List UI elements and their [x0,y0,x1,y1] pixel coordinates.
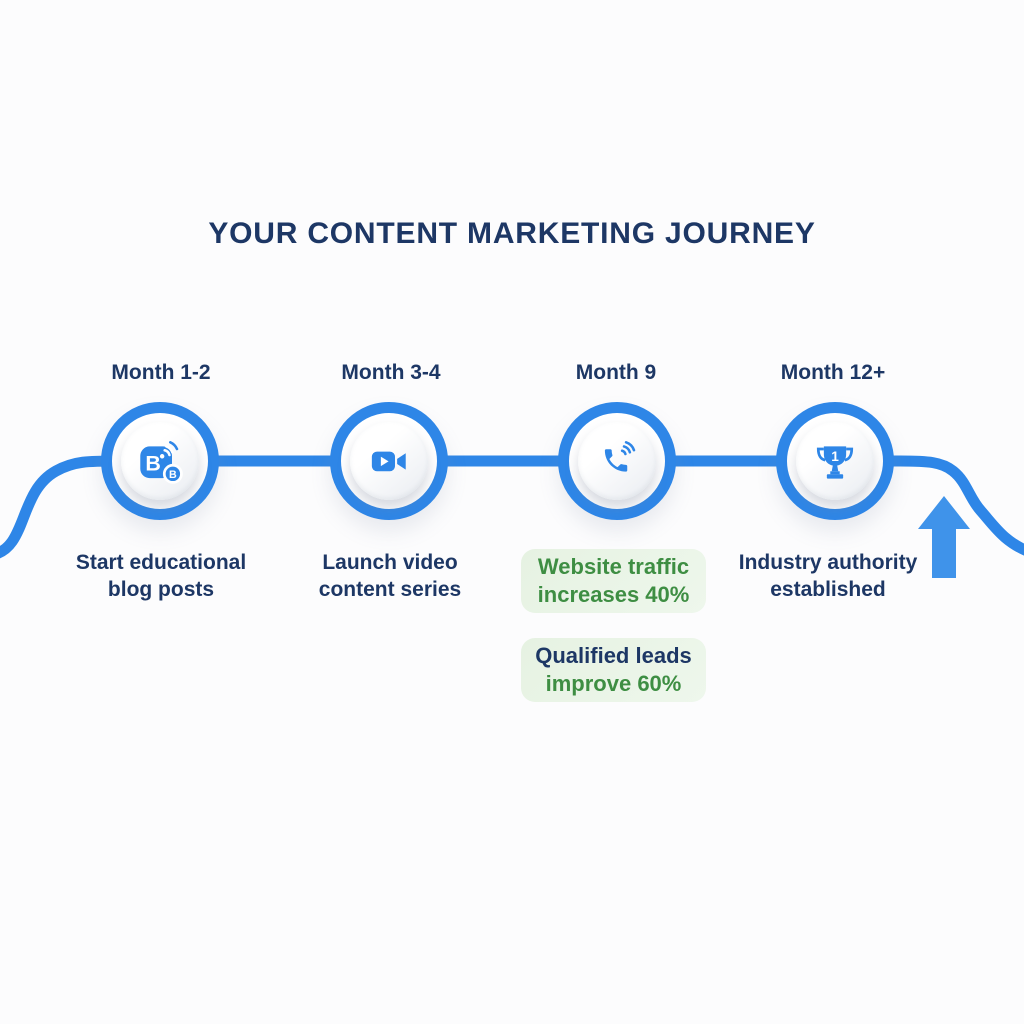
blog-broadcast-icon: B B [140,441,183,484]
badge-traffic-line1: Website traffic [537,554,690,579]
trophy-icon: 1 [816,446,854,479]
svg-text:1: 1 [831,449,839,464]
milestone-node-1: B B [101,402,219,520]
milestone-disc-2 [350,422,428,500]
badge-traffic-line2: increases 40% [537,582,690,607]
step-label-1-line1: Start educational [75,551,247,574]
month-label-3: Month 9 [575,361,657,384]
month-label-1: Month 1-2 [111,361,211,384]
badge-leads-line2: improve 60% [545,671,682,696]
milestone-disc-1: B B [121,422,199,500]
phone-call-icon [604,441,636,472]
step-label-2: Launch video content series [260,549,520,603]
milestone-node-2 [330,402,448,520]
result-badge-leads: Qualified leads improve 60% [521,638,706,702]
step-label-2-line1: Launch video [322,551,458,574]
badge-leads-line1: Qualified leads [535,643,692,668]
milestone-disc-4: 1 [796,422,874,500]
step-label-4-line2: established [770,578,886,601]
result-badge-traffic: Website traffic increases 40% [521,549,706,613]
step-label-4-line1: Industry authority [738,551,918,574]
video-camera-icon [371,451,406,472]
step-label-4: Industry authority established [698,549,958,603]
month-label-4: Month 12+ [780,361,886,384]
milestone-node-3 [558,402,676,520]
milestone-node-4: 1 [776,402,894,520]
step-label-2-line2: content series [318,578,462,601]
step-label-1-line2: blog posts [107,578,215,601]
month-label-2: Month 3-4 [341,361,441,384]
svg-text:B: B [169,469,177,481]
page-title: YOUR CONTENT MARKETING JOURNEY [208,217,816,250]
svg-text:B: B [145,451,160,475]
step-label-1: Start educational blog posts [31,549,291,603]
milestone-disc-3 [578,422,656,500]
growth-up-arrow-icon [918,496,970,578]
